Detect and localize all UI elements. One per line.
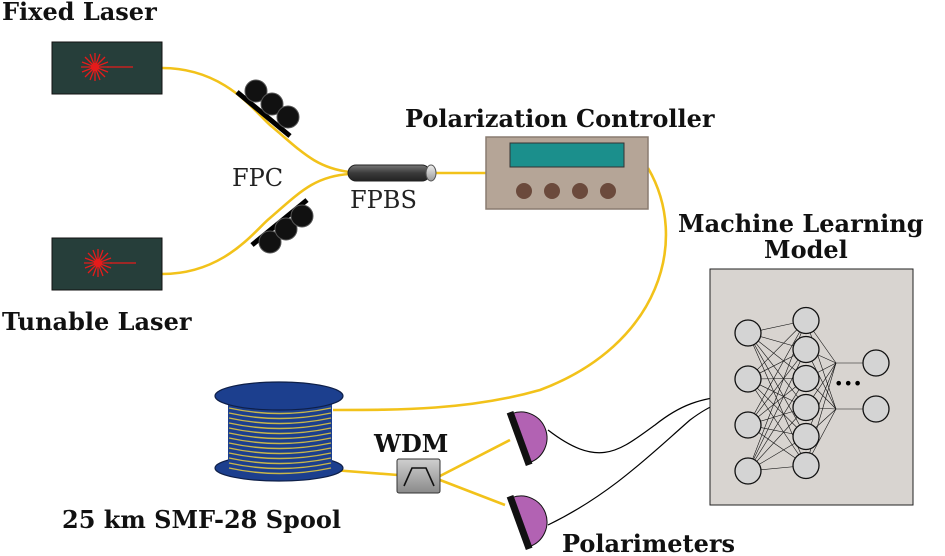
nn-edge [747, 332, 807, 437]
fiber-paths [161, 66, 668, 507]
nn-node-layer-3 [862, 349, 890, 377]
ml-model-label-line2: Model [764, 235, 848, 264]
nn-edge [747, 332, 807, 408]
fpc-top [235, 79, 300, 138]
fpc-label: FPC [232, 164, 283, 192]
tunable-laser-label: Tunable Laser [2, 307, 192, 336]
cable-polarimeter-top [547, 394, 736, 454]
nn-node-layer-2 [792, 335, 820, 364]
fiber-winding [228, 452, 332, 460]
fpbs [347, 164, 437, 182]
fiber-tunable-laser [161, 172, 351, 276]
fpbs-label: FPBS [350, 186, 417, 214]
spool-label: 25 km SMF-28 Spool [62, 505, 341, 534]
nn-node-layer-1 [734, 365, 762, 393]
fiber-winding [228, 447, 332, 455]
tunable-laser [51, 237, 163, 291]
controller-knob [572, 183, 588, 199]
fiber-wdm-to-polarimeter-top [439, 438, 511, 478]
fiber-winding [228, 427, 332, 435]
nn-node-layer-3 [862, 395, 890, 423]
nn-node-layer-2 [792, 422, 820, 451]
nn-node-layer-1 [734, 411, 762, 439]
wdm [396, 458, 441, 494]
nn-edge [747, 378, 807, 472]
polarimeter-bottom [506, 495, 548, 551]
nn-node-layer-2 [792, 364, 820, 393]
fiber-fixed-laser [161, 66, 351, 174]
nn-edge [747, 320, 807, 426]
fiber-spool-to-wdm [332, 468, 399, 477]
fiber-winding [228, 462, 332, 470]
nn-edge [747, 407, 807, 472]
fiber-winding [228, 437, 332, 445]
ml-model-label-line1: Machine Learning [678, 209, 924, 238]
controller-knob [516, 183, 532, 199]
polarimeter-top [506, 411, 548, 467]
fiber-winding [228, 457, 332, 465]
nn-ellipsis: ••• [834, 374, 862, 393]
fiber-winding [228, 417, 332, 425]
neural-network: ••• [734, 306, 890, 485]
nn-node-layer-1 [734, 457, 762, 485]
laser-star-icon [84, 249, 136, 277]
polarization-controller [485, 136, 649, 210]
fixed-laser [51, 41, 163, 95]
fiber-winding [228, 422, 332, 430]
nn-node-layer-2 [792, 393, 820, 422]
fiber-winding [228, 407, 332, 415]
nn-edge [747, 378, 807, 466]
controller-knob [544, 183, 560, 199]
fiber-controller-to-spool [332, 167, 668, 412]
nn-node-layer-1 [734, 319, 762, 347]
polarization-controller-label: Polarization Controller [405, 104, 715, 133]
fiber-winding [228, 412, 332, 420]
nn-node-layer-2 [792, 451, 820, 480]
fiber-winding [228, 432, 332, 440]
controller-knob [600, 183, 616, 199]
polarimeters-label: Polarimeters [562, 529, 735, 556]
fiber-winding [228, 467, 332, 475]
fiber-wdm-to-polarimeter-bottom [439, 478, 506, 507]
nn-edge [747, 320, 807, 380]
nn-edge [805, 320, 837, 410]
wdm-label: WDM [373, 429, 448, 458]
fpc-bottom [250, 198, 314, 254]
controller-screen [509, 142, 625, 168]
laser-star-icon [81, 53, 133, 81]
bandpass-icon [403, 467, 435, 487]
fiber-spool [214, 381, 344, 482]
fiber-winding [228, 442, 332, 450]
nn-edge [747, 349, 807, 426]
fixed-laser-label: Fixed Laser [2, 0, 157, 26]
nn-node-layer-2 [792, 306, 820, 335]
